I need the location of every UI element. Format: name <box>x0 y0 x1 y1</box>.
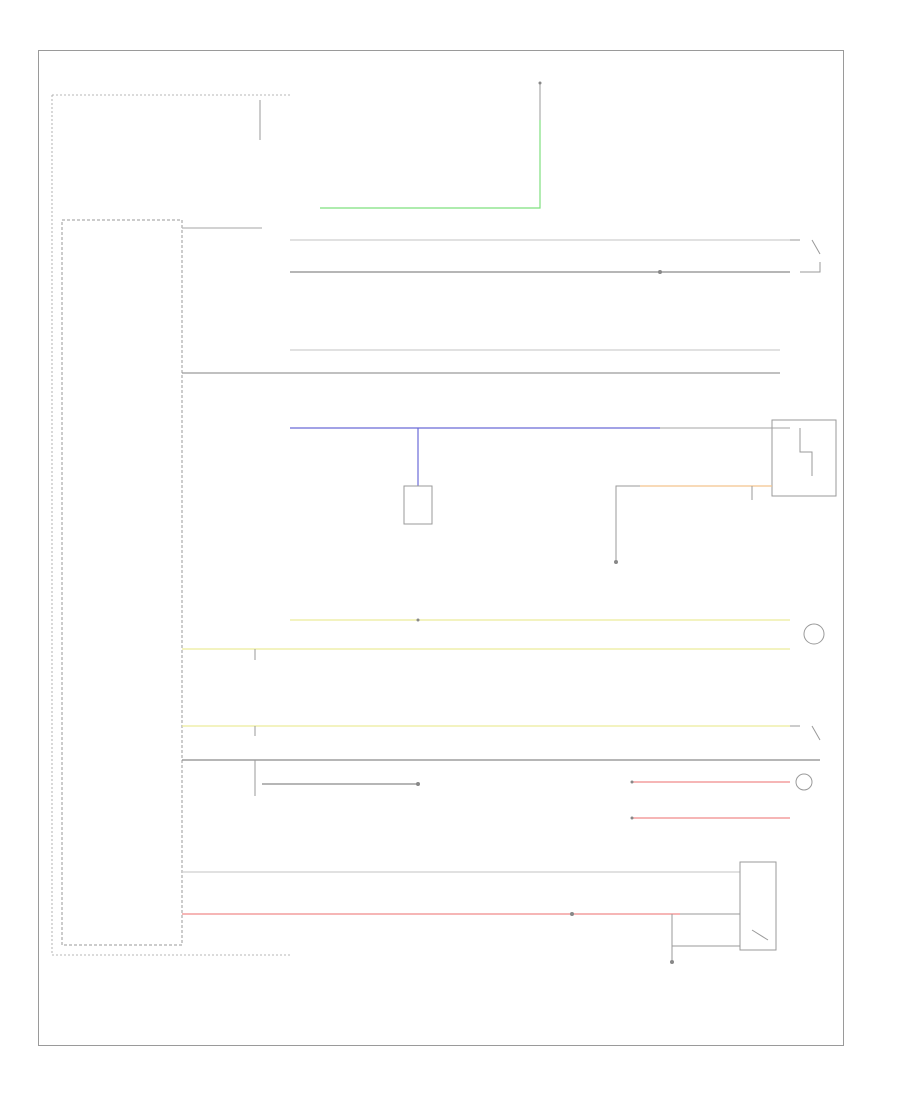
control-unit-outline <box>51 95 290 956</box>
mid-component-box-1 <box>403 485 433 525</box>
wire-green <box>320 120 541 209</box>
switch-mid-right <box>790 725 821 741</box>
shift-lock-solenoid <box>803 623 825 645</box>
junction-yellow-1 <box>416 618 420 622</box>
sensor-body <box>771 419 837 497</box>
switch-upper-right <box>790 239 821 273</box>
diagram-frame <box>38 50 844 1046</box>
top-center-terminal <box>538 81 542 85</box>
junction-red-3 <box>570 912 574 916</box>
wire-orange-drop <box>615 485 640 560</box>
junction-red-2 <box>630 816 634 820</box>
junction-272 <box>658 270 662 274</box>
bottom-right-switch-box <box>739 861 777 951</box>
indicator-lamp <box>795 773 813 791</box>
wire-bottom-right <box>671 913 740 960</box>
ecu-box <box>61 219 183 946</box>
ground-bottom <box>670 960 674 964</box>
junction-red-1 <box>630 780 634 784</box>
ground-mid <box>614 560 618 564</box>
ground-784 <box>416 782 420 786</box>
